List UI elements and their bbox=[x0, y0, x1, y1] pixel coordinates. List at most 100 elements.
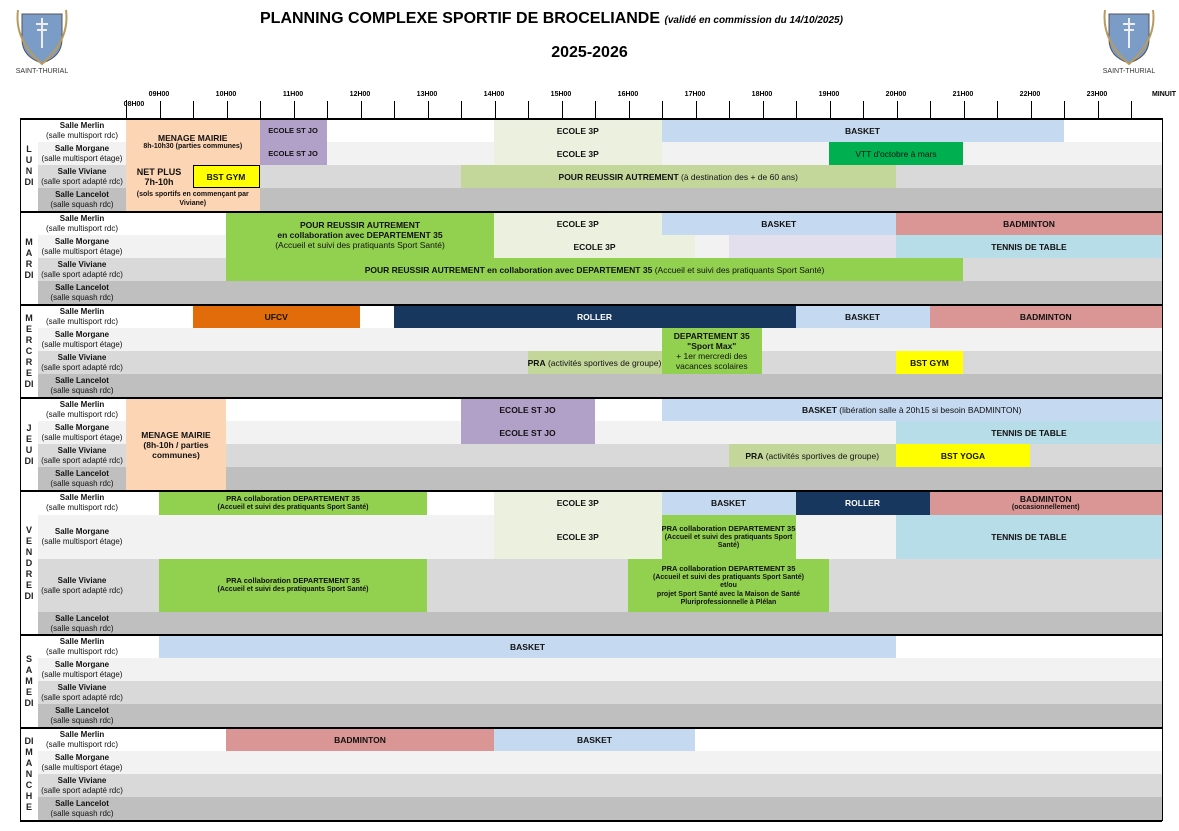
event-title: BASKET bbox=[845, 311, 880, 322]
room-name: Salle Morgane bbox=[54, 236, 110, 246]
event-block[interactable]: DEPARTEMENT 35"Sport Max"+ 1er mercredi … bbox=[661, 328, 762, 374]
event-block[interactable]: TENNIS DE TABLE bbox=[896, 421, 1162, 444]
event-block[interactable]: BST YOGA bbox=[896, 444, 1030, 467]
room-name: Salle Merlin bbox=[59, 493, 105, 502]
room-label: Salle Lancelot(salle squash rdc) bbox=[38, 704, 126, 728]
event-block[interactable]: ECOLE ST JO bbox=[259, 119, 327, 142]
event-block[interactable]: VTT d'octobre à mars bbox=[829, 142, 963, 165]
event-title: ECOLE 3P bbox=[573, 241, 616, 252]
time-column-start bbox=[126, 100, 127, 119]
hour-tick bbox=[997, 101, 998, 119]
room-label: Salle Lancelot(salle squash rdc) bbox=[38, 467, 126, 491]
event-block[interactable]: PRA (activités sportives de groupe) bbox=[728, 444, 896, 467]
room-label: Salle Morgane(salle multisport étage) bbox=[38, 421, 126, 444]
room-description: (salle squash rdc) bbox=[50, 386, 114, 395]
day-name: LUNDI bbox=[24, 143, 34, 187]
event-title-line: ECOLE ST JO bbox=[499, 405, 555, 415]
event-block[interactable]: POUR REUSSIR AUTREMENT (à destination de… bbox=[460, 165, 896, 188]
event-block[interactable]: UFCV bbox=[192, 305, 360, 328]
room-label: Salle Viviane(salle sport adapté rdc) bbox=[38, 258, 126, 281]
room-label: Salle Morgane(salle multisport étage) bbox=[38, 328, 126, 351]
room-name: Salle Viviane bbox=[57, 775, 107, 785]
event-block[interactable]: BASKET bbox=[159, 635, 896, 658]
room-label: Salle Merlin(salle multisport rdc) bbox=[38, 635, 126, 658]
event-block[interactable]: ECOLE 3P bbox=[494, 142, 662, 165]
day-name: MARDI bbox=[24, 236, 34, 280]
event-block[interactable]: ECOLE ST JO bbox=[460, 398, 595, 421]
room-description: (salle multisport rdc) bbox=[45, 409, 118, 419]
event-title-line: PRA (activités sportives de groupe) bbox=[745, 451, 879, 461]
day-separator bbox=[20, 634, 1162, 636]
event-block[interactable]: BASKET (libération salle à 20h15 si beso… bbox=[661, 398, 1162, 421]
room-description: (salle multisport étage) bbox=[41, 537, 123, 546]
event-block[interactable]: ROLLER bbox=[393, 305, 796, 328]
day-separator bbox=[20, 118, 1162, 120]
room-description: (salle multisport étage) bbox=[41, 432, 123, 442]
hour-tick bbox=[963, 101, 965, 119]
event-block[interactable]: BASKET bbox=[661, 119, 1064, 142]
event-block[interactable]: ECOLE 3P bbox=[494, 235, 695, 258]
event-block[interactable]: PRA collaboration DEPARTEMENT 35(Accueil… bbox=[159, 559, 427, 612]
event-block[interactable]: BASKET bbox=[795, 305, 930, 328]
room-name: Salle Lancelot bbox=[55, 799, 109, 808]
room-row bbox=[38, 751, 1162, 774]
event-block[interactable]: TENNIS DE TABLE bbox=[896, 235, 1162, 258]
title-text: PLANNING COMPLEXE SPORTIF DE BROCELIANDE bbox=[260, 10, 661, 27]
event-block[interactable]: BASKET bbox=[661, 212, 896, 235]
event-title: BASKET bbox=[761, 218, 797, 229]
event-block[interactable]: BASKET bbox=[494, 728, 695, 751]
event-title: PRA collaboration DEPARTEMENT 35 bbox=[226, 576, 360, 586]
event-title: ECOLE 3P bbox=[556, 218, 599, 229]
event-block[interactable]: ROLLER bbox=[795, 491, 930, 515]
event-title-line: ECOLE 3P bbox=[557, 532, 599, 542]
room-row bbox=[38, 681, 1162, 704]
event-block[interactable]: PRA (activités sportives de groupe) bbox=[527, 351, 662, 374]
event-block[interactable]: BST GYM bbox=[896, 351, 963, 374]
event-title-line: ECOLE 3P bbox=[557, 498, 599, 508]
event-block[interactable]: BADMINTON bbox=[896, 212, 1162, 235]
event-note: (sols sportifs en commençant par Viviane… bbox=[136, 191, 249, 207]
day-label-dimanche: DIMANCHE bbox=[20, 728, 38, 821]
event-title: BASKET bbox=[801, 404, 837, 415]
event-block[interactable]: POUR REUSSIR AUTREMENT en collaboration … bbox=[226, 258, 963, 281]
event-block[interactable]: PRA collaboration DEPARTEMENT 35(Accueil… bbox=[159, 491, 427, 515]
hour-tick bbox=[159, 101, 161, 119]
logo-caption: SAINT-THURIAL bbox=[15, 68, 69, 75]
event-block[interactable]: ECOLE 3P bbox=[494, 491, 662, 515]
event-block[interactable]: PRA collaboration DEPARTEMENT 35(Accueil… bbox=[628, 559, 829, 612]
event-title: ROLLER bbox=[577, 311, 612, 322]
event-block[interactable]: BST GYM bbox=[192, 165, 260, 188]
event-block[interactable]: BADMINTON(occasionnellement) bbox=[929, 491, 1162, 515]
event-block[interactable]: BADMINTON bbox=[226, 728, 494, 751]
event-block[interactable]: TENNIS DE TABLE bbox=[896, 515, 1162, 559]
room-label: Salle Merlin(salle multisport rdc) bbox=[38, 398, 126, 421]
event-block[interactable]: ECOLE 3P bbox=[494, 119, 662, 142]
event-block[interactable]: ECOLE 3P bbox=[494, 515, 662, 559]
room-name: Salle Lancelot bbox=[55, 283, 109, 292]
room-description: (salle multisport rdc) bbox=[45, 223, 118, 233]
hour-tick bbox=[461, 101, 462, 119]
event-block[interactable]: BASKET bbox=[661, 491, 796, 515]
room-name: Salle Viviane bbox=[57, 352, 107, 362]
hour-tick bbox=[427, 101, 429, 119]
room-description: (salle multisport rdc) bbox=[45, 646, 118, 656]
event-block[interactable]: ECOLE 3P bbox=[494, 212, 662, 235]
event-block[interactable]: BADMINTON bbox=[929, 305, 1162, 328]
room-row bbox=[38, 774, 1162, 797]
event-block[interactable]: ECOLE ST JO bbox=[259, 142, 327, 165]
event-block[interactable] bbox=[728, 235, 896, 258]
room-name: Salle Lancelot bbox=[55, 190, 109, 199]
room-name: Salle Morgane bbox=[54, 143, 110, 153]
event-block[interactable]: PRA collaboration DEPARTEMENT 35(Accueil… bbox=[661, 515, 796, 559]
event-detail: (Accueil et suivi des pratiquants Sport … bbox=[652, 264, 825, 275]
event-title-line: BASKET bbox=[845, 312, 880, 322]
day-separator bbox=[20, 211, 1162, 213]
event-block[interactable]: MENAGE MAIRIE(8h-10h / parties communes) bbox=[126, 398, 226, 491]
event-title-line: TENNIS DE TABLE bbox=[991, 428, 1066, 438]
event-block[interactable]: ECOLE ST JO bbox=[460, 421, 595, 444]
day-separator bbox=[20, 490, 1162, 492]
